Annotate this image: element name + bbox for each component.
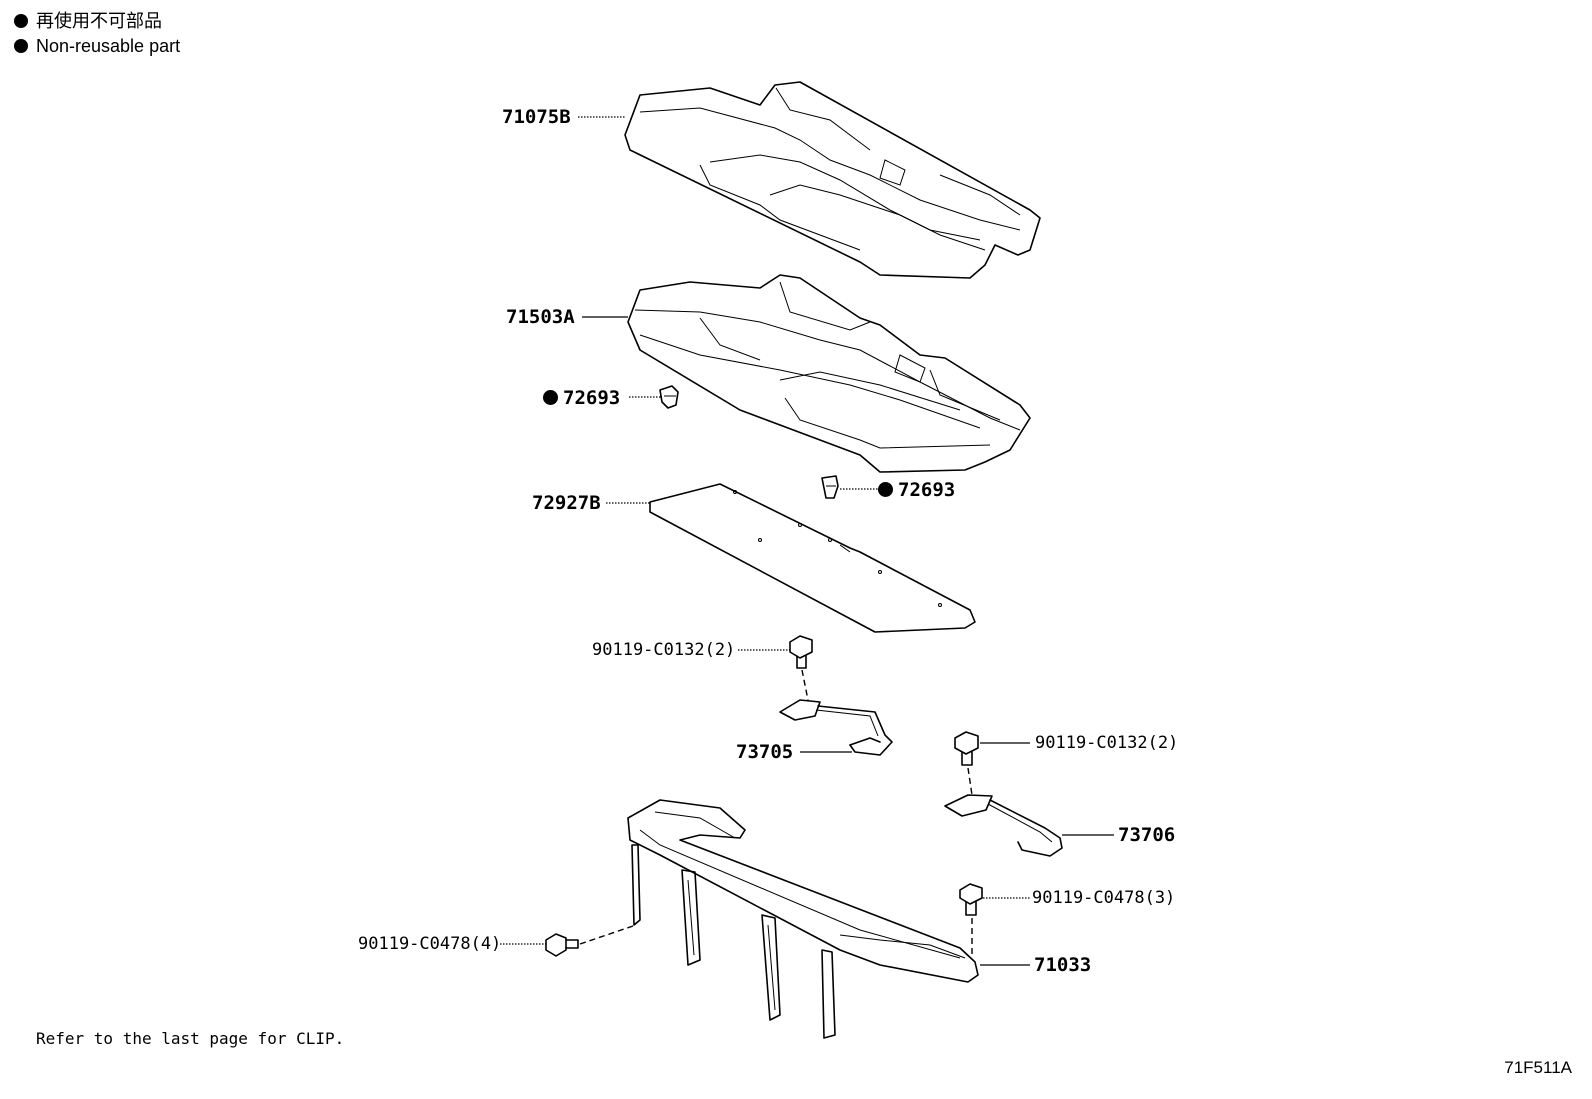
part-label-71075B: 71075B bbox=[502, 106, 571, 128]
part-label-72693-right: 72693 bbox=[878, 479, 955, 501]
pad-sheet-72927B-drawing bbox=[649, 483, 976, 633]
part-label-90119-C0478-right: 90119-C0478(3) bbox=[1032, 888, 1176, 908]
seat-pad-drawing bbox=[627, 274, 1031, 473]
leader-lines bbox=[500, 116, 1114, 966]
clip-reference-note: Refer to the last page for CLIP. bbox=[36, 1029, 345, 1048]
part-label-90119-C0478-left: 90119-C0478(4) bbox=[358, 934, 502, 954]
part-label-90119-C0132-right: 90119-C0132(2) bbox=[1035, 733, 1179, 753]
legend-en-label: Non-reusable part bbox=[36, 36, 181, 56]
legend-jp-label: 再使用不可部品 bbox=[36, 11, 162, 32]
wire-73706-drawing bbox=[944, 794, 1063, 857]
legend-non-reusable-jp: 再使用不可部品 bbox=[14, 11, 162, 33]
part-label-73706: 73706 bbox=[1118, 824, 1176, 846]
bolt-90119-C0478-left-drawing bbox=[545, 924, 637, 957]
legend-non-reusable-en: Non-reusable part bbox=[14, 35, 180, 57]
illustration-code: 71F511A bbox=[1504, 1058, 1572, 1077]
part-label-72927B: 72927B bbox=[532, 492, 601, 514]
part-label-71033: 71033 bbox=[1034, 954, 1092, 976]
seat-cover-drawing bbox=[624, 81, 1041, 279]
part-label-73705: 73705 bbox=[736, 741, 794, 763]
non-reusable-dot-icon bbox=[878, 482, 893, 497]
non-reusable-dot-icon bbox=[543, 390, 558, 405]
part-label-72693-left: 72693 bbox=[543, 387, 620, 409]
clip-72693-left-drawing bbox=[659, 385, 679, 409]
part-label-71503A: 71503A bbox=[506, 306, 575, 328]
part-number: 72693 bbox=[563, 387, 621, 409]
wire-73705-drawing bbox=[779, 699, 893, 756]
bolt-90119-C0132-upper-drawing bbox=[789, 635, 813, 701]
clip-72693-right-drawing bbox=[821, 475, 839, 499]
non-reusable-dot-icon bbox=[14, 14, 28, 28]
bolt-90119-C0132-right-drawing bbox=[954, 731, 979, 796]
part-number: 72693 bbox=[898, 479, 956, 501]
part-label-90119-C0132-upper: 90119-C0132(2) bbox=[592, 640, 736, 660]
seat-frame-71033-drawing bbox=[627, 799, 979, 1039]
bolt-90119-C0478-right-drawing bbox=[959, 883, 983, 958]
non-reusable-dot-icon bbox=[14, 39, 28, 53]
